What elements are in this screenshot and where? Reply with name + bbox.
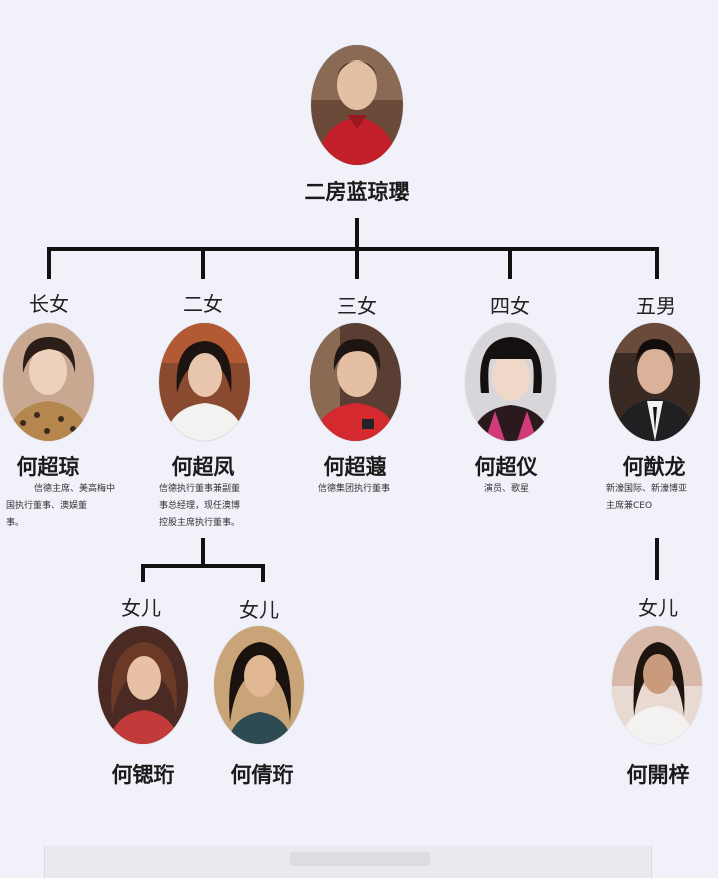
grandchild-2-portrait <box>214 626 304 744</box>
desc-line: 事总经理，现任澳博 <box>159 501 241 511</box>
grandchild-1-portrait <box>98 626 188 744</box>
child-4-description: 演员、歌星 <box>484 481 529 498</box>
root-name: 二房蓝琼瓔 <box>304 180 410 204</box>
child-2-portrait <box>159 323 250 441</box>
child-5-relation: 五男 <box>636 294 676 318</box>
child-3-portrait <box>310 323 401 441</box>
desc-line: 信德主席、美高梅中 <box>34 484 116 494</box>
grandchild-2-name: 何倩珩 <box>230 763 294 787</box>
desc-line: 国执行董事、澳娱董 <box>6 501 88 511</box>
grandchild-2-relation: 女儿 <box>239 598 279 622</box>
child-3-relation: 三女 <box>337 294 377 318</box>
child-1-portrait <box>3 323 94 441</box>
child-3-name: 何超蕸 <box>323 455 387 479</box>
desc-line: 演员、歌星 <box>484 484 530 494</box>
child-4-name: 何超仪 <box>474 455 538 479</box>
grandchild-1-name: 何锶珩 <box>111 763 175 787</box>
child-4-relation: 四女 <box>490 294 530 318</box>
grandchild-1-relation: 女儿 <box>121 596 161 620</box>
desc-line: 新濠国际、新濠博亚 <box>606 484 688 494</box>
grandchild-3-name: 何開梓 <box>626 763 690 787</box>
desc-line: 信德集团执行董事 <box>318 484 391 494</box>
desc-line: 信德执行董事兼副董 <box>159 484 241 494</box>
child-4-portrait <box>465 323 556 441</box>
child-1-name: 何超琼 <box>16 455 80 479</box>
child-3-description: 信德集团执行董事 <box>318 481 390 498</box>
root-portrait <box>311 45 403 165</box>
grandchild-3-portrait <box>612 626 702 744</box>
child-1-description: 信德主席、美高梅中 国执行董事、澳娱董 事。 <box>6 481 115 532</box>
child-2-name: 何超凤 <box>171 455 235 479</box>
desc-line: 控股主席执行董事。 <box>159 518 241 528</box>
child-5-description: 新濠国际、新濠博亚 主席兼CEO <box>606 481 687 515</box>
child-2-relation: 二女 <box>183 292 223 316</box>
child-2-description: 信德执行董事兼副董 事总经理，现任澳博 控股主席执行董事。 <box>159 481 240 532</box>
child-1-relation: 长女 <box>29 292 69 316</box>
desc-line: 事。 <box>6 518 25 528</box>
child-5-portrait <box>609 323 700 441</box>
grandchild-3-relation: 女儿 <box>638 596 678 620</box>
child-5-name: 何猷龙 <box>622 455 686 479</box>
footer-blurred-text <box>290 852 430 866</box>
desc-line: 主席兼CEO <box>606 501 653 511</box>
